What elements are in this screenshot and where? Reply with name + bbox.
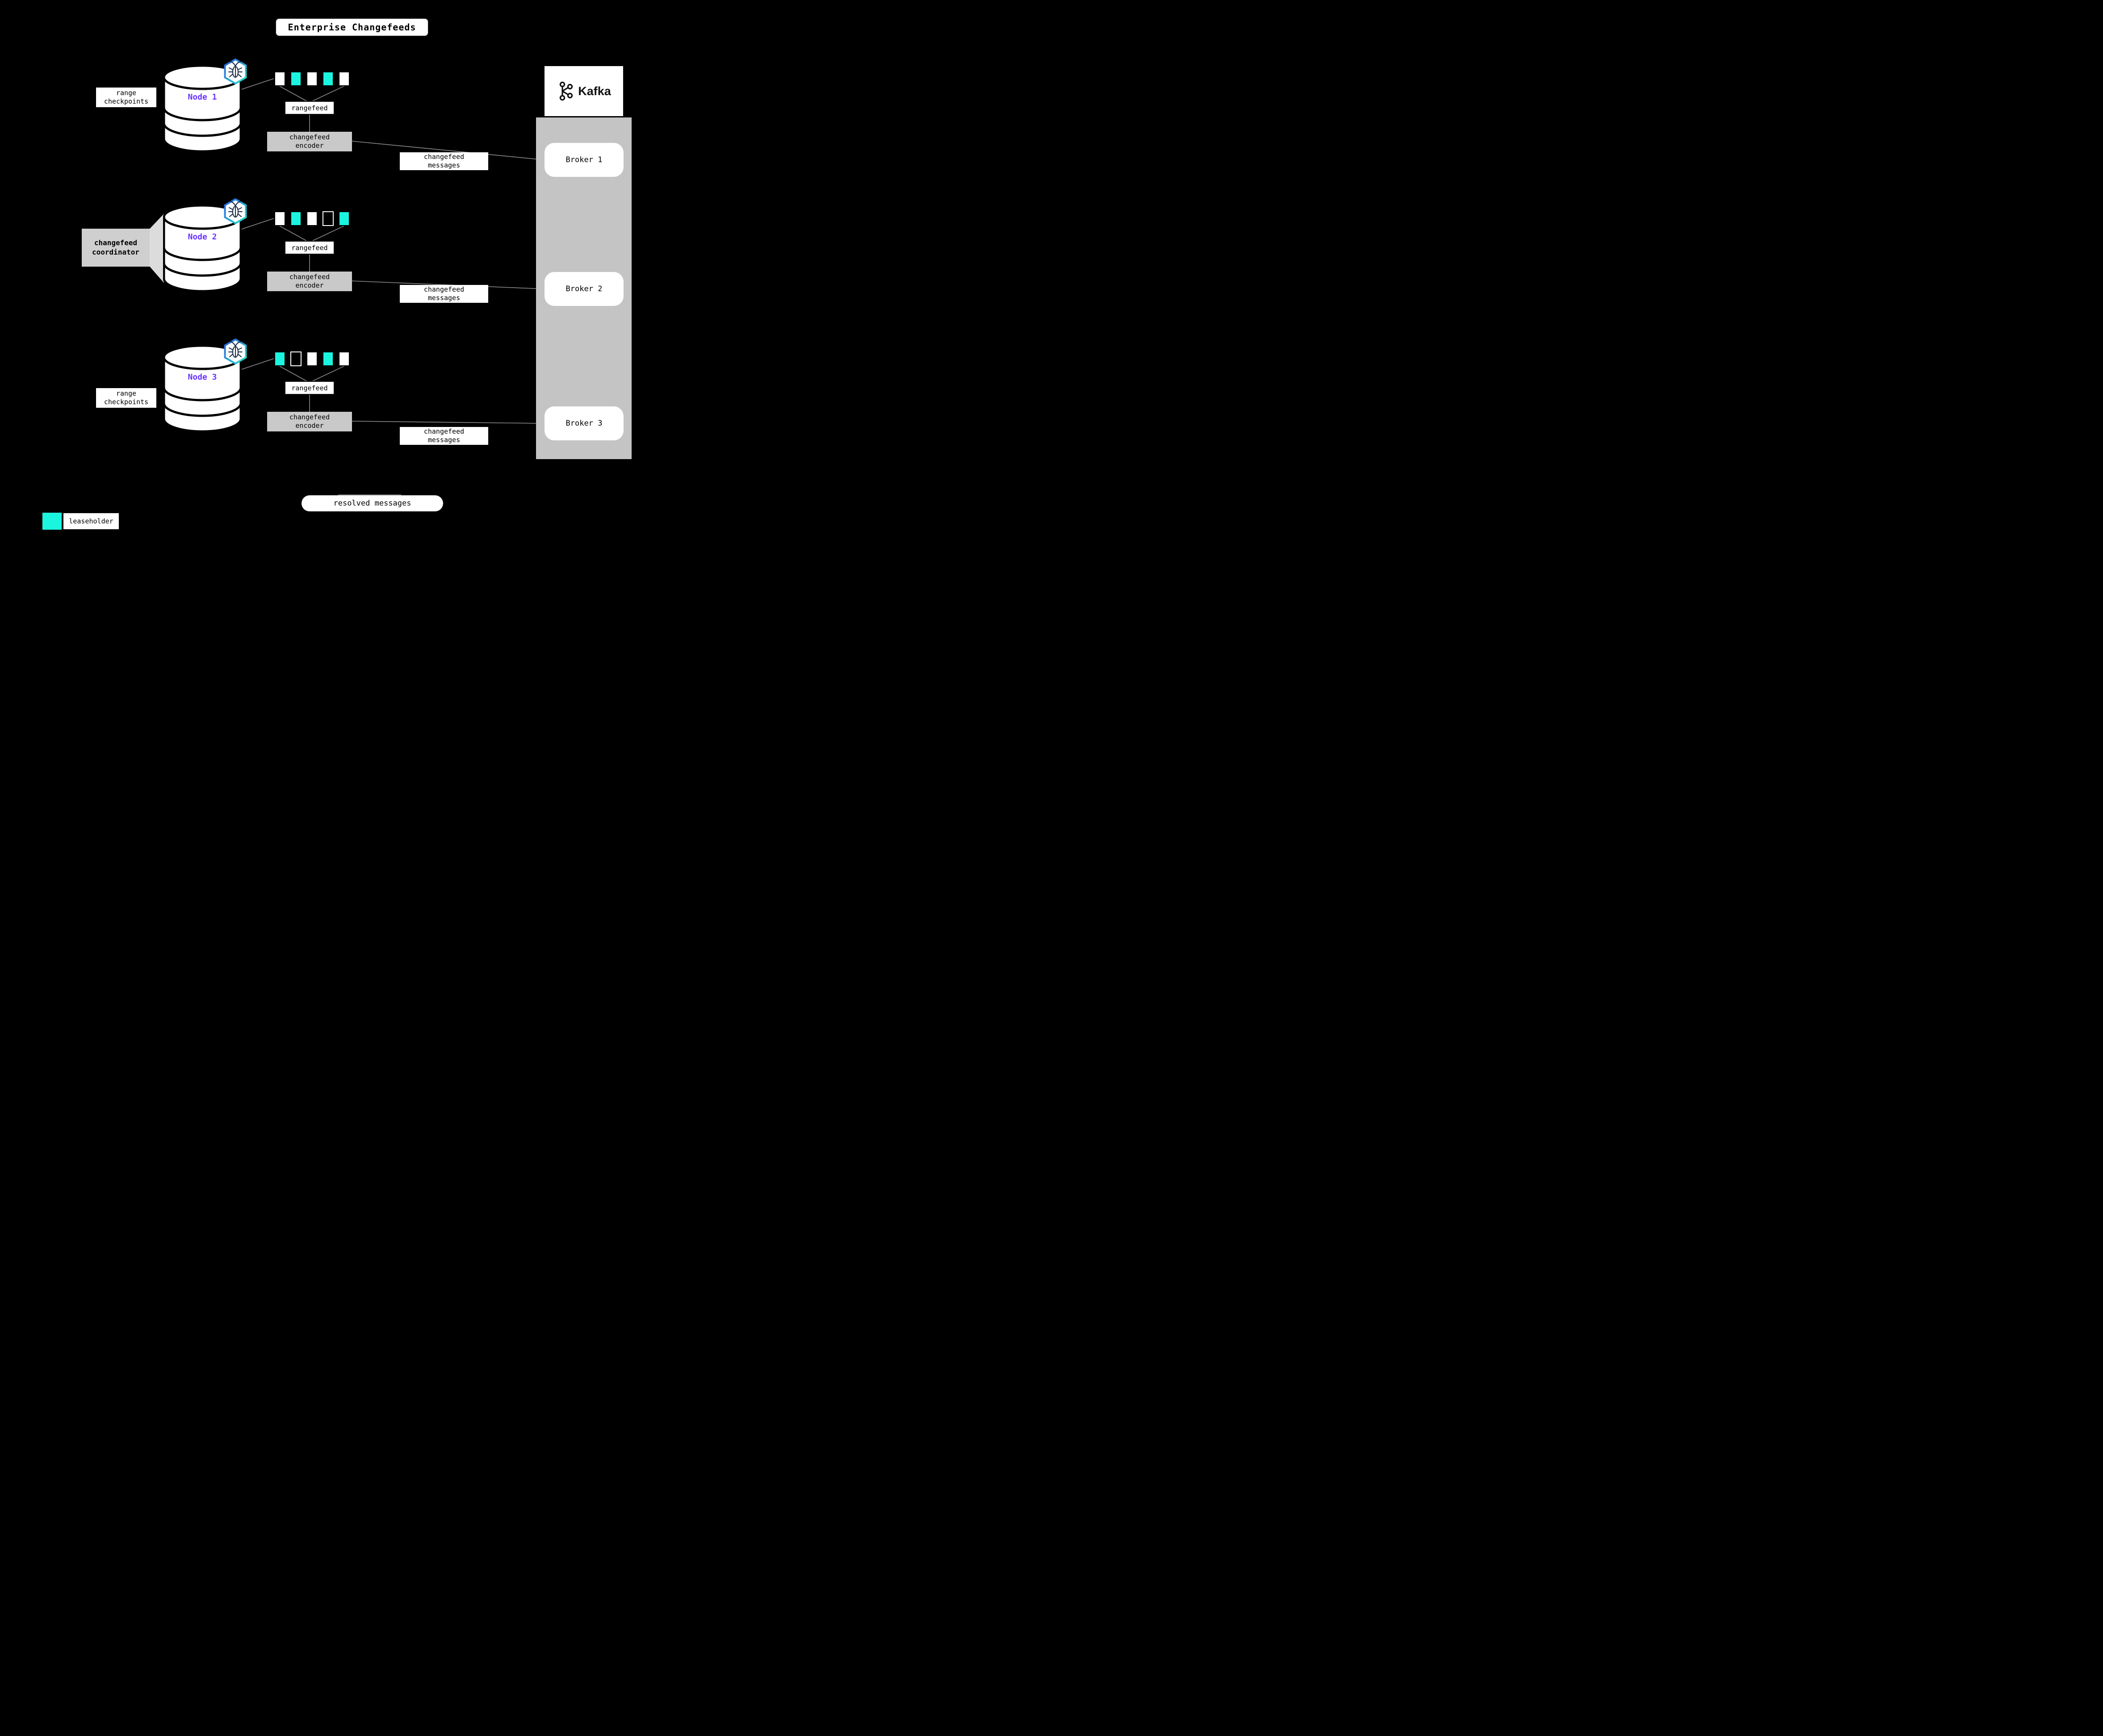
range-cell-plain [339,71,350,86]
node-group-3: Node 3 rangefeed changefeed encoder [0,339,491,446]
range-cell-plain [306,351,318,366]
range-cell-plain [274,211,285,226]
range-cell-leaseholder [323,351,334,366]
node-group-1: Node 1 rangefeed changefeed encoder [0,59,491,166]
changefeed-messages-label-3: changefeed messages [400,427,488,445]
node-3-label: Node 3 [188,372,217,382]
node-1-changefeed-encoder-box: changefeed encoder [267,132,352,151]
database-cylinder-icon [163,345,242,432]
changefeed-coordinator-box: changefeed coordinator [82,229,150,267]
range-cell-plain [274,71,285,86]
kafka-brand-text: Kafka [578,84,611,98]
node-2-changefeed-encoder-box: changefeed encoder [267,272,352,291]
broker-3-box: Broker 3 [545,406,624,440]
diagram-title-text: Enterprise Changefeeds [288,22,416,33]
kafka-brand-box: Kafka [545,66,623,116]
node-2-ranges [274,211,350,226]
kafka-logo-icon [560,81,573,101]
coordinator-flare-shape [149,212,164,285]
cockroachdb-logo-icon [224,339,247,364]
range-cell-leaseholder [339,211,350,226]
range-cell-leaseholder [274,351,285,366]
range-cell-leaseholder [290,211,302,226]
node-3-changefeed-encoder-box: changefeed encoder [267,412,352,431]
range-cell-plain [339,351,350,366]
broker-1-box: Broker 1 [545,143,624,177]
resolved-messages-pill: resolved messages [302,495,443,511]
node-1-ranges [274,71,350,86]
range-checkpoints-label-node3: range checkpoints [96,388,156,408]
diagram-canvas: Enterprise Changefeeds [0,0,700,578]
leaseholder-legend-label: leaseholder [63,513,119,529]
cockroachdb-logo-icon [224,59,247,84]
changefeed-messages-label-2: changefeed messages [400,285,488,303]
node-2-label: Node 2 [188,232,217,242]
connector-lines [241,78,545,495]
database-cylinder-icon [163,205,242,292]
node-1-rangefeed-box: rangefeed [285,101,335,115]
range-cell-leaseholder [323,71,334,86]
node-group-2: Node 2 rangefeed changefeed encoder [0,198,491,305]
node-3-rangefeed-box: rangefeed [285,381,335,395]
range-cell-leaseholder [290,71,302,86]
node-2-rangefeed-box: rangefeed [285,241,335,255]
range-checkpoints-label-node1: range checkpoints [96,88,156,107]
range-cell-empty [290,351,302,366]
node-3-ranges [274,351,350,366]
node-1-label: Node 1 [188,92,217,102]
range-cell-plain [306,211,318,226]
cockroachdb-logo-icon [224,198,247,224]
range-cell-empty [323,211,334,226]
diagram-title: Enterprise Changefeeds [275,18,429,37]
range-cell-plain [306,71,318,86]
broker-2-box: Broker 2 [545,272,624,306]
leaseholder-color-swatch [42,512,63,531]
changefeed-messages-label-1: changefeed messages [400,152,488,170]
